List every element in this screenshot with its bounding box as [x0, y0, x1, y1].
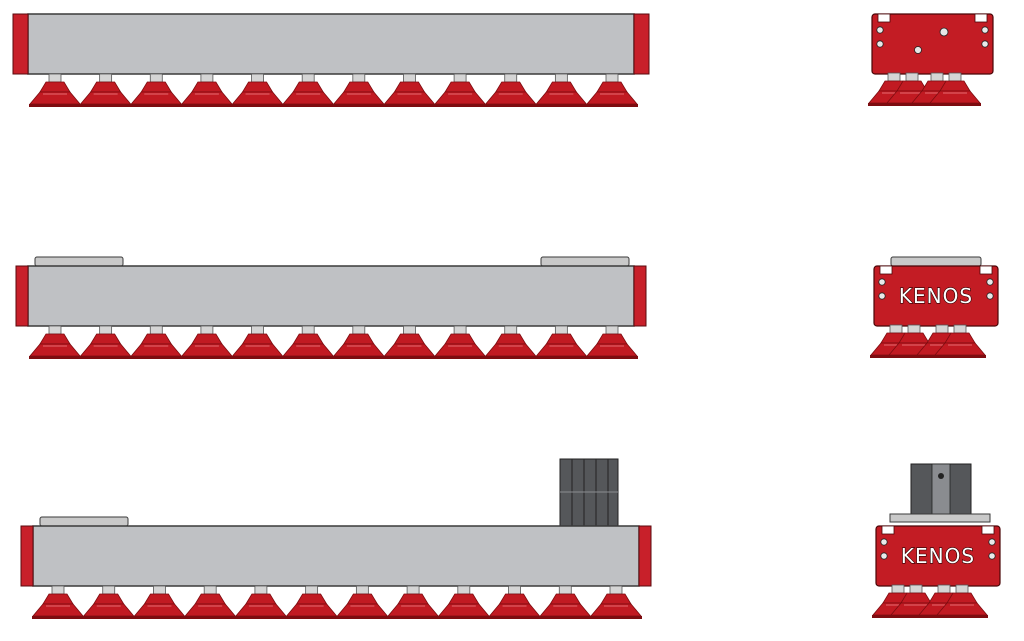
end-cap-right [633, 13, 650, 75]
suction-cup [130, 325, 183, 359]
side-view-variant-2 [15, 256, 647, 359]
suction-cup [79, 325, 132, 359]
suction-cup-row [32, 585, 642, 619]
port [939, 27, 949, 37]
suction-cup [82, 585, 135, 619]
kenos-logo: KENOS [899, 284, 973, 308]
screw [878, 292, 886, 300]
suction-cup [936, 584, 988, 618]
top-flange-left [34, 256, 124, 267]
top-flange [889, 513, 991, 523]
screw [880, 538, 888, 546]
t-slot [981, 525, 995, 535]
suction-cup [282, 73, 335, 107]
top-flange-left [39, 516, 129, 527]
t-slot [879, 265, 893, 275]
suction-cup [332, 325, 385, 359]
screw [876, 40, 884, 48]
suction-cup [234, 585, 287, 619]
end-view-variant-3: KENOS [872, 463, 1001, 618]
suction-cup [387, 585, 440, 619]
suction-cup-row [870, 324, 986, 358]
suction-cup [336, 585, 389, 619]
suction-cup-row [868, 72, 981, 106]
suction-cup [79, 73, 132, 107]
suction-cup [539, 585, 592, 619]
suction-cup-row [29, 73, 638, 107]
suction-cup [484, 325, 537, 359]
suction-cup [434, 325, 487, 359]
end-cap-left [15, 265, 29, 327]
suction-cup [434, 73, 487, 107]
suction-cup [590, 585, 642, 619]
suction-cup [484, 73, 537, 107]
kenos-logo: KENOS [901, 544, 975, 568]
top-flange [890, 256, 982, 267]
suction-cup [231, 73, 284, 107]
screw [988, 538, 996, 546]
suction-cup [535, 73, 588, 107]
t-slot [877, 13, 891, 23]
suction-cup [934, 324, 986, 358]
end-view-variant-2: KENOS [870, 256, 999, 358]
suction-cup [180, 325, 233, 359]
suction-cup-row [872, 584, 988, 618]
vacuum-valve-block [559, 458, 619, 527]
suction-cup [437, 585, 490, 619]
screw [988, 552, 996, 560]
t-slot [881, 525, 895, 535]
screw [981, 26, 989, 34]
manifold-bar [27, 13, 635, 75]
end-cap-right [638, 525, 652, 587]
screw [981, 40, 989, 48]
suction-cup [535, 325, 588, 359]
end-cap-left [12, 13, 29, 75]
end-view-variant-1 [868, 13, 994, 106]
manifold-bar [32, 525, 640, 587]
top-flange-right [540, 256, 630, 267]
manifold-bar [27, 265, 635, 327]
suction-cup [180, 73, 233, 107]
suction-cup [29, 325, 81, 359]
screw [986, 278, 994, 286]
suction-cup [929, 72, 981, 106]
t-slot [979, 265, 993, 275]
suction-cup [586, 73, 638, 107]
suction-cup-row [29, 325, 638, 359]
screw [880, 552, 888, 560]
suction-cup [184, 585, 237, 619]
end-cap-left [20, 525, 34, 587]
side-view-variant-1 [12, 13, 650, 107]
suction-cup [383, 73, 436, 107]
suction-cup [282, 325, 335, 359]
head-body [871, 13, 994, 75]
suction-cup [29, 73, 81, 107]
t-slot [974, 13, 988, 23]
suction-cup [586, 325, 638, 359]
suction-cup [231, 325, 284, 359]
port [914, 46, 922, 54]
suction-cup [32, 585, 84, 619]
end-cap-right [633, 265, 647, 327]
screw [986, 292, 994, 300]
screw [878, 278, 886, 286]
side-view-variant-3 [20, 458, 652, 619]
suction-cup [383, 325, 436, 359]
suction-cup [332, 73, 385, 107]
suction-cup [488, 585, 541, 619]
suction-cup [285, 585, 338, 619]
screw [876, 26, 884, 34]
suction-cup [133, 585, 186, 619]
suction-cup [130, 73, 183, 107]
